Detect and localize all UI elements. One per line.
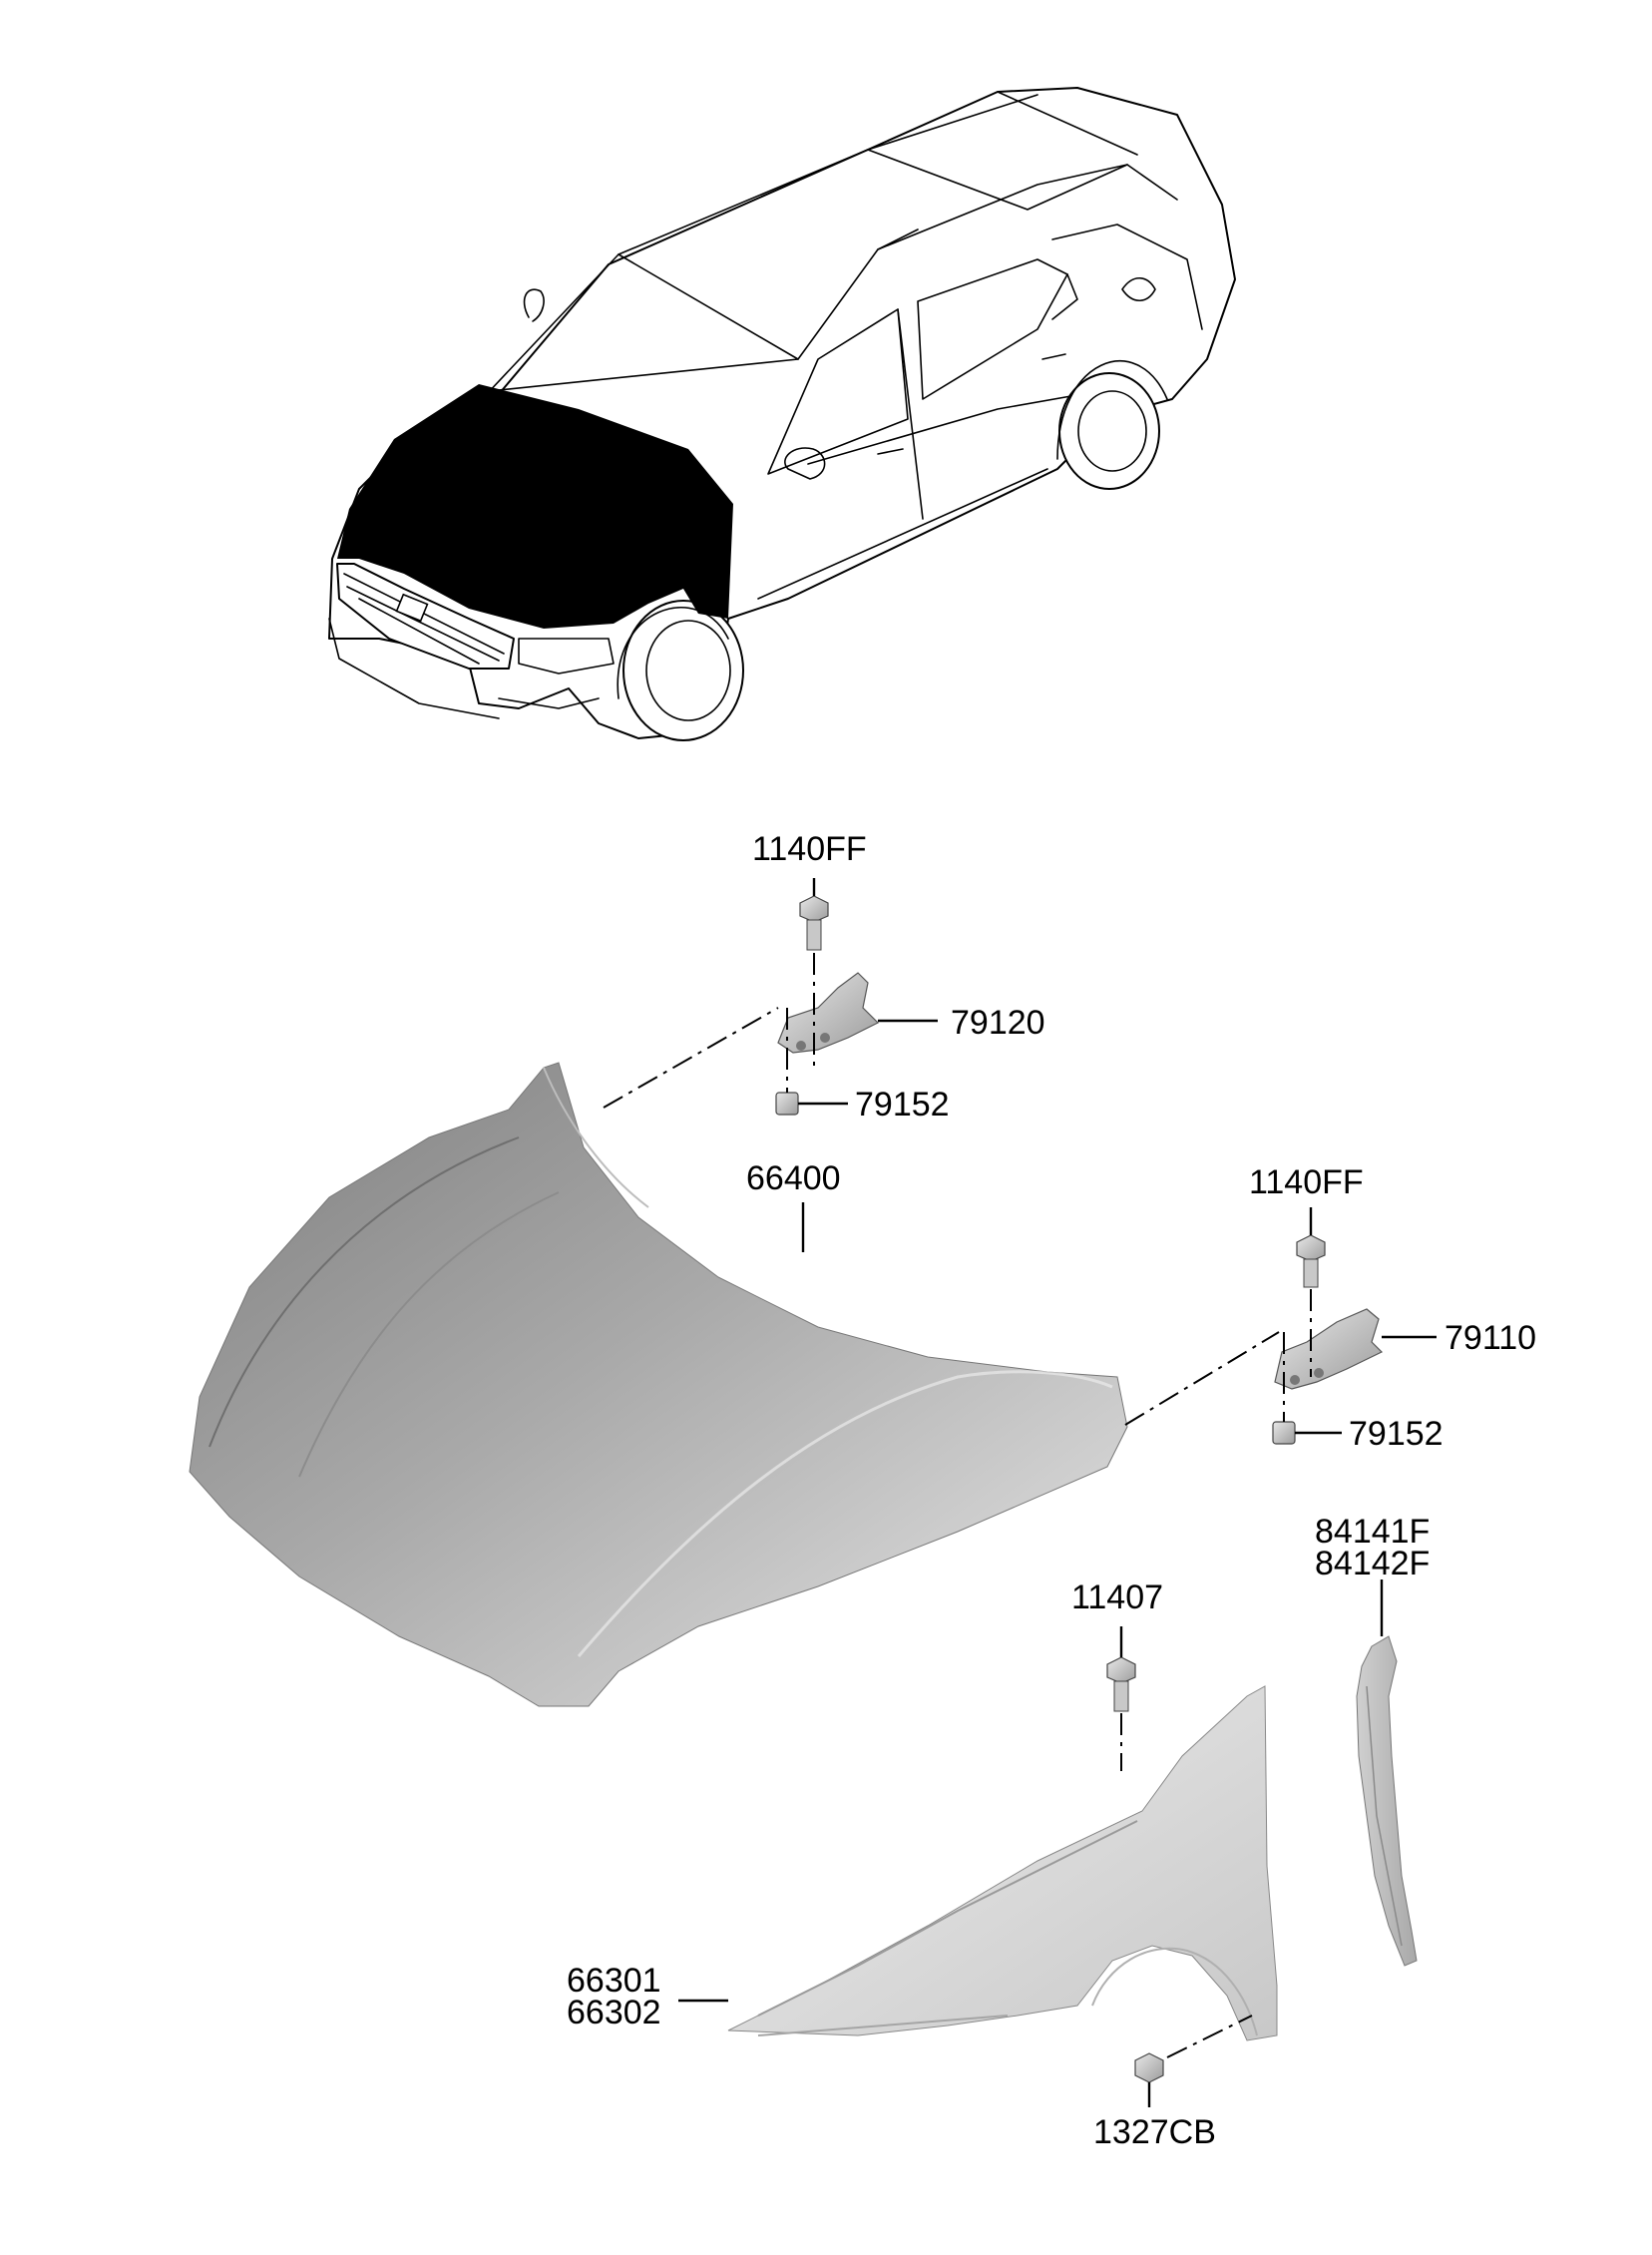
nut-1327cb: [1134, 2052, 1164, 2083]
label-79152-right: 79152: [1349, 1415, 1444, 1453]
label-79110: 79110: [1445, 1319, 1536, 1357]
bolt-1140ff-top-left: [799, 895, 829, 951]
label-66301: 66301: [567, 1962, 661, 2000]
fender-part: [727, 1685, 1278, 2041]
label-1140ff-right: 1140FF: [1249, 1163, 1364, 1201]
dash-hood-right: [1124, 1331, 1280, 1426]
label-84142f: 84142F: [1315, 1545, 1430, 1582]
label-79120: 79120: [951, 1004, 1045, 1042]
nut-79152-right: [1272, 1421, 1296, 1445]
label-66302: 66302: [567, 1994, 661, 2031]
dash-hood-left: [603, 1007, 779, 1109]
label-84141f: 84141F: [1315, 1513, 1430, 1551]
hinge-left-part: [777, 972, 880, 1054]
label-79152-left: 79152: [855, 1086, 950, 1124]
label-11407: 11407: [1071, 1578, 1163, 1616]
bolt-1140ff-top-right: [1296, 1234, 1326, 1288]
nut-79152-left: [775, 1092, 799, 1116]
dash-nut-fender: [1166, 2015, 1253, 2058]
car-illustration: [328, 87, 1236, 741]
fender-seal-part: [1356, 1635, 1418, 1967]
label-1140ff-left: 1140FF: [752, 830, 867, 868]
label-1327cb: 1327CB: [1093, 2113, 1216, 2151]
bolt-11407: [1106, 1656, 1136, 1712]
hinge-right-part: [1274, 1308, 1384, 1390]
hood-part: [189, 1062, 1128, 1707]
hood-highlight: [337, 384, 733, 629]
label-66400: 66400: [746, 1159, 841, 1197]
